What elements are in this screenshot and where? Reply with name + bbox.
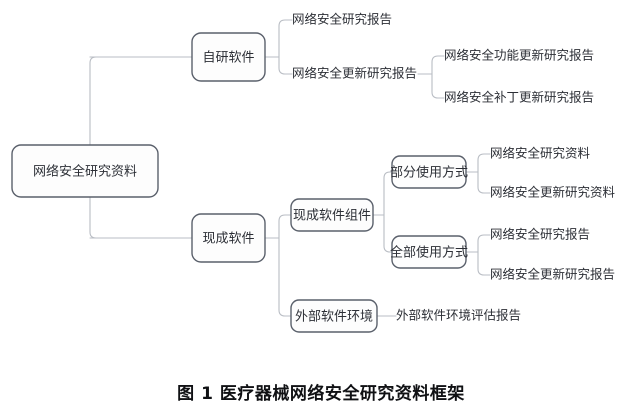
root-box[interactable] [11, 144, 159, 198]
leaf-external-software-environment-assessment-report: 外部软件环境评估报告 [396, 308, 521, 323]
full-use-mode-label: 全部使用方式 [390, 245, 468, 261]
node-full-use-mode[interactable]: 全部使用方式 [390, 235, 468, 269]
connector-off-the-shelf-to-environment [278, 237, 292, 317]
external-software-environment-box[interactable] [290, 299, 378, 333]
self-developed-software-label: 自研软件 [202, 51, 254, 66]
connector-partial-to-material [477, 153, 491, 173]
leaf-partial-security-research-material: 网络安全研究资料 [490, 146, 591, 161]
node-external-software-environment[interactable]: 外部软件环境 [290, 299, 378, 333]
full-use-mode-box[interactable] [391, 235, 467, 269]
leaf-self-dev-security-research-report: 网络安全研究报告 [292, 12, 392, 27]
connector-partial-to-update-material [477, 171, 491, 194]
node-off-the-shelf-component[interactable]: 现成软件组件 [290, 198, 374, 232]
node-root[interactable]: 网络安全研究资料 [11, 144, 159, 198]
connector-self-dev-to-update-report [278, 56, 293, 75]
connector-update-report-to-function [431, 55, 445, 75]
leaf-self-dev-security-update-research-report: 网络安全更新研究报告 [292, 66, 417, 81]
leaf-full-security-research-report: 网络安全研究报告 [490, 227, 590, 242]
connector-update-report-to-patch [431, 73, 445, 99]
partial-use-mode-box[interactable] [391, 155, 467, 189]
node-off-the-shelf-software[interactable]: 现成软件 [191, 213, 266, 263]
leaf-full-security-update-research-report: 网络安全更新研究报告 [490, 267, 615, 282]
connector-off-the-shelf-to-component [278, 214, 292, 239]
connector-layer [79, 19, 491, 317]
off-the-shelf-component-box[interactable] [290, 198, 374, 232]
off-the-shelf-component-label: 现成软件组件 [293, 209, 371, 224]
leaf-security-function-update-research-report: 网络安全功能更新研究报告 [444, 48, 594, 63]
self-developed-software-box[interactable] [191, 32, 266, 82]
leaf-partial-security-update-research-material: 网络安全更新研究资料 [490, 185, 616, 200]
figure-caption: 图 1 医疗器械网络安全研究资料框架 [177, 384, 465, 404]
connector-self-dev-to-report [278, 19, 293, 58]
off-the-shelf-software-label: 现成软件 [202, 232, 254, 247]
node-partial-use-mode[interactable]: 部分使用方式 [390, 155, 468, 189]
node-self-developed-software[interactable]: 自研软件 [191, 32, 266, 82]
connector-component-to-full [383, 214, 393, 253]
off-the-shelf-software-box[interactable] [191, 213, 266, 263]
external-software-environment-label: 外部软件环境 [295, 310, 373, 325]
leaf-security-patch-update-research-report: 网络安全补丁更新研究报告 [444, 90, 594, 105]
connector-full-to-update-report [477, 251, 491, 276]
connector-full-to-report [477, 234, 491, 253]
connector-component-to-partial [383, 171, 393, 216]
partial-use-mode-label: 部分使用方式 [390, 165, 468, 181]
root-label: 网络安全研究资料 [33, 164, 137, 180]
